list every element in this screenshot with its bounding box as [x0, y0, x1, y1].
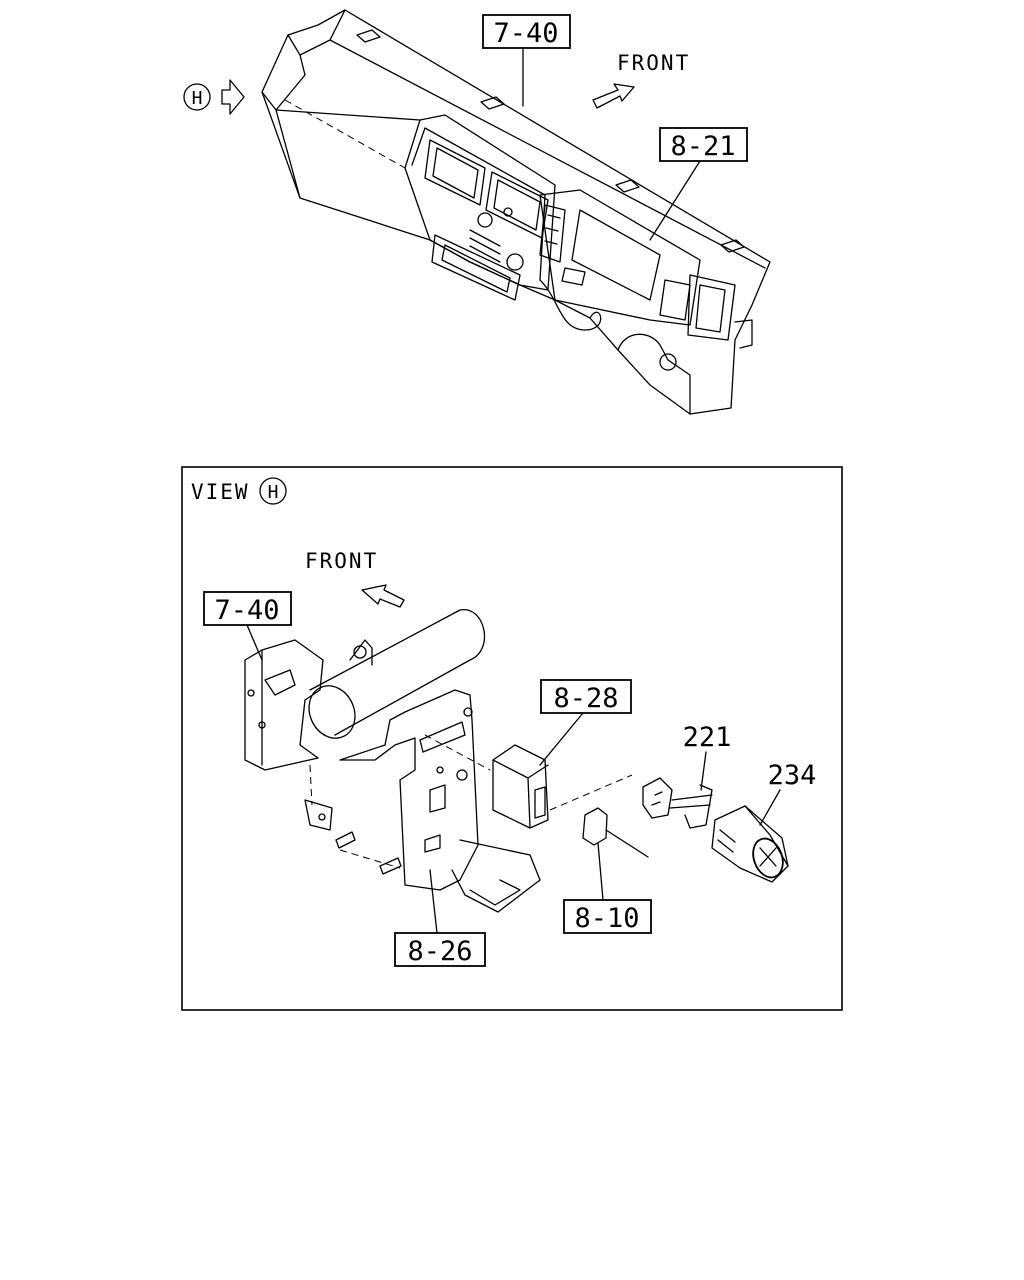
part-number-234-text: 234	[768, 760, 817, 791]
callout-top-8-21[interactable]: 8-21	[649, 127, 748, 241]
part-number-221-text: 221	[683, 722, 732, 753]
callout-top-8-21-text: 8-21	[670, 131, 735, 162]
callout-detail-8-10[interactable]: 8-10	[563, 842, 652, 934]
callout-detail-8-26[interactable]: 8-26	[394, 869, 486, 967]
top-front-label: FRONT	[617, 51, 690, 75]
instrument-panel-drawing	[261, 9, 771, 415]
part-number-234[interactable]: 234	[759, 760, 817, 826]
callout-detail-8-10-text: 8-10	[574, 903, 639, 934]
callout-top-7-40[interactable]: 7-40	[482, 14, 571, 107]
detail-title: VIEW H	[191, 477, 287, 505]
top-view-marker: H	[183, 79, 245, 115]
detail-title-marker: H	[268, 482, 279, 503]
callout-detail-8-28[interactable]: 8-28	[539, 679, 632, 766]
callout-top-7-40-text: 7-40	[493, 18, 558, 49]
detail-title-text: VIEW	[191, 480, 250, 504]
part-number-221[interactable]: 221	[683, 722, 732, 791]
callout-detail-7-40-text: 7-40	[214, 595, 279, 626]
top-front-arrow: FRONT	[592, 51, 690, 109]
bracket-assembly-drawing	[244, 609, 789, 913]
callout-detail-8-26-text: 8-26	[407, 936, 472, 967]
detail-front-label: FRONT	[305, 549, 378, 573]
top-view-marker-letter: H	[192, 88, 203, 109]
detail-front-arrow: FRONT	[305, 549, 405, 608]
callout-detail-7-40[interactable]: 7-40	[203, 591, 292, 661]
detail-frame	[181, 466, 843, 1011]
callout-detail-8-28-text: 8-28	[553, 683, 618, 714]
